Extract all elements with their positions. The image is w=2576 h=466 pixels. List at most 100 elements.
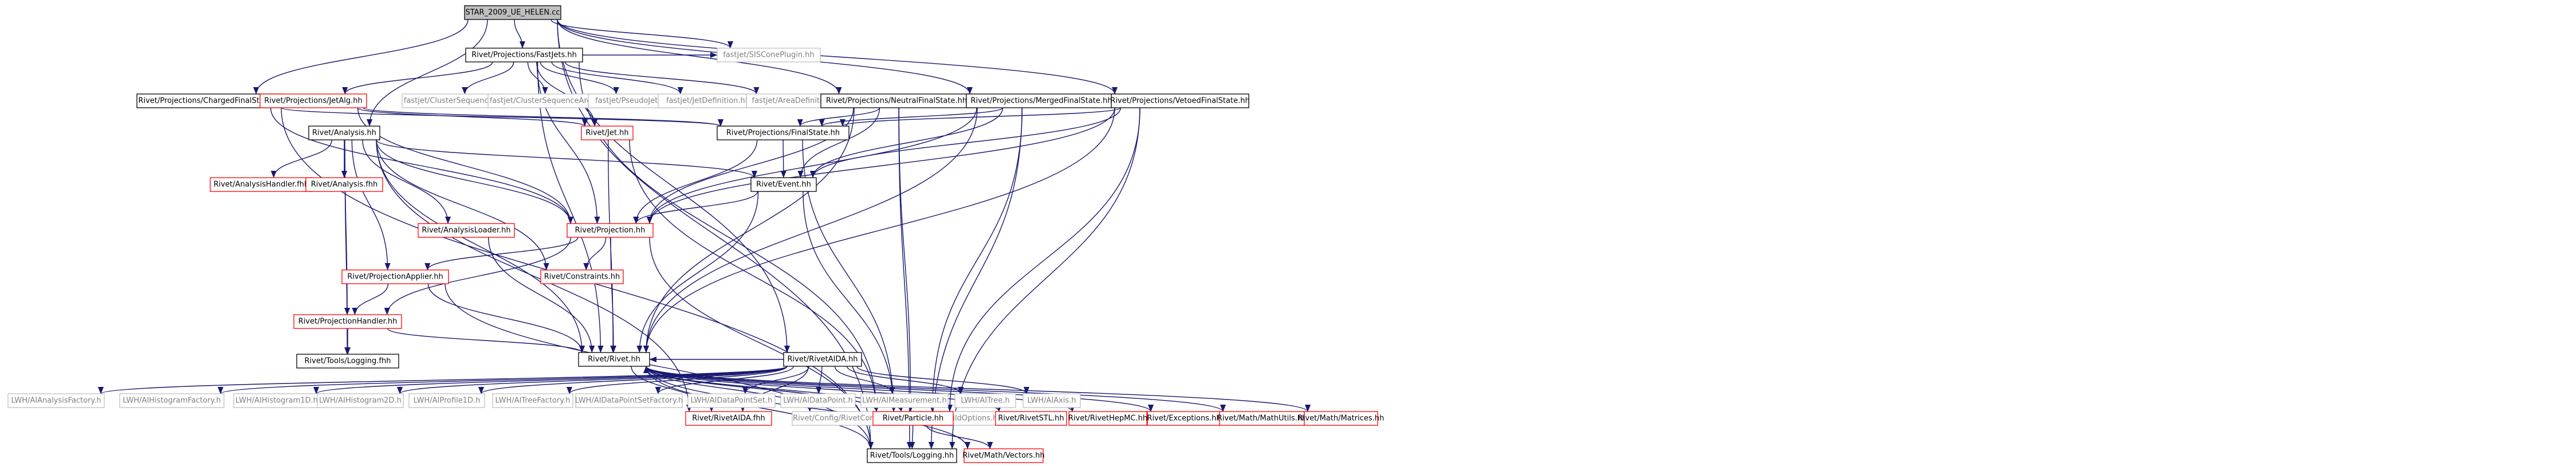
node-rivetaidafhh[interactable]: Rivet/RivetAIDA.fhh bbox=[685, 411, 772, 426]
edge bbox=[633, 191, 758, 224]
edge bbox=[636, 191, 759, 353]
edge-particle-to-logginghh bbox=[909, 425, 915, 449]
edge-fastjets-to-areadef bbox=[564, 61, 760, 95]
edge-rivetaida-to-aitreefactory bbox=[567, 366, 788, 394]
edge bbox=[514, 19, 526, 49]
node-rivethepmc[interactable]: Rivet/RivetHepMC.hh bbox=[1068, 411, 1147, 426]
edge bbox=[803, 191, 897, 412]
node-label: LWH/AIMeasurement.h bbox=[862, 397, 946, 405]
node-label: LWH/AITreeFactory.h bbox=[495, 397, 571, 405]
node-box bbox=[465, 48, 583, 62]
node-label: fastjet/JetDefinition.hh bbox=[666, 97, 750, 105]
edge-rivet-to-matrices bbox=[646, 366, 1311, 412]
node-matrices[interactable]: Rivet/Math/Matrices.hh bbox=[1298, 411, 1384, 426]
node-analysishandlerfhh[interactable]: Rivet/AnalysisHandler.fhh bbox=[210, 177, 313, 192]
node-exceptions[interactable]: Rivet/Exceptions.hh bbox=[1147, 411, 1221, 426]
node-aianalysisfactory: LWH/AIAnalysisFactory.h bbox=[7, 393, 105, 408]
edge bbox=[536, 61, 600, 224]
edge bbox=[557, 19, 791, 353]
node-loggingfhh[interactable]: Rivet/Tools/Logging.fhh bbox=[296, 354, 399, 369]
header-nodes: STAR_2009_UE_HELEN.ccRivet/Projections/F… bbox=[7, 5, 1384, 463]
edge bbox=[557, 19, 1118, 95]
edge bbox=[633, 139, 758, 224]
node-mathutils[interactable]: Rivet/Math/MathUtils.hh bbox=[1217, 411, 1307, 426]
node-rivetaida[interactable]: Rivet/RivetAIDA.hh bbox=[783, 352, 862, 367]
node-particle[interactable]: Rivet/Particle.hh bbox=[872, 411, 954, 426]
node-analysis[interactable]: Rivet/Analysis.hh bbox=[308, 126, 380, 140]
node-label: fastjet/ClusterSequenceArea.hh bbox=[490, 97, 608, 105]
node-aidpsfactory: LWH/AIDataPointSetFactory.h bbox=[575, 393, 683, 408]
node-label: Rivet/Projections/ChargedFinalState.hh bbox=[138, 97, 283, 105]
edge-analysisloader-to-rivet bbox=[488, 237, 595, 353]
node-box bbox=[783, 352, 862, 367]
edge-projection-to-rivet bbox=[610, 237, 616, 353]
node-projection[interactable]: Rivet/Projection.hh bbox=[567, 223, 654, 238]
edge-mergedfs-to-particle bbox=[929, 107, 1023, 412]
node-constraints[interactable]: Rivet/Constraints.hh bbox=[540, 269, 624, 284]
edge-vetoedfs-to-particle bbox=[946, 107, 1140, 412]
dependency-edges bbox=[98, 19, 1311, 449]
node-box bbox=[1022, 393, 1081, 408]
edge bbox=[357, 107, 588, 127]
edge-rivetaida-to-aiaxis bbox=[856, 366, 1029, 394]
node-box bbox=[867, 448, 957, 463]
node-box bbox=[581, 126, 634, 140]
edge-projection-to-projhandler bbox=[384, 237, 571, 315]
edge-root-to-vetoedfs bbox=[557, 19, 1118, 95]
node-root[interactable]: STAR_2009_UE_HELEN.cc bbox=[464, 5, 561, 20]
edge bbox=[253, 19, 469, 95]
node-vetoedfs[interactable]: Rivet/Projections/VetoedFinalState.hh bbox=[1110, 93, 1250, 108]
edge bbox=[551, 61, 683, 95]
edge bbox=[387, 328, 585, 353]
node-label: LWH/AIHistogram1D.h bbox=[235, 397, 318, 405]
node-box bbox=[259, 93, 367, 108]
node-finalstate[interactable]: Rivet/Projections/FinalState.hh bbox=[717, 126, 850, 140]
edge bbox=[834, 366, 895, 394]
edge-analysis-to-rivetaidafhh bbox=[376, 139, 693, 412]
node-analysisloader[interactable]: Rivet/AnalysisLoader.hh bbox=[418, 223, 515, 238]
edge-analysis-to-rivet bbox=[376, 139, 585, 353]
node-aidatapointset: LWH/AIDataPointSet.h bbox=[687, 393, 776, 408]
edge-rivetaida-to-aidatapointset bbox=[742, 366, 809, 394]
node-event[interactable]: Rivet/Event.hh bbox=[750, 177, 817, 192]
edge bbox=[797, 107, 880, 127]
edge bbox=[488, 237, 595, 353]
node-rivetstl[interactable]: Rivet/RivetSTL.hh bbox=[995, 411, 1067, 426]
node-neutralfs[interactable]: Rivet/Projections/NeutralFinalState.hh bbox=[820, 93, 973, 108]
node-box bbox=[7, 393, 105, 408]
node-vectors[interactable]: Rivet/Math/Vectors.hh bbox=[962, 448, 1045, 463]
node-label: Rivet/Config/RivetConfig.hh bbox=[793, 414, 896, 423]
edge bbox=[384, 237, 571, 315]
node-logginghh[interactable]: Rivet/Tools/Logging.hh bbox=[867, 448, 957, 463]
node-projhandler[interactable]: Rivet/ProjectionHandler.hh bbox=[293, 314, 402, 329]
edge bbox=[397, 366, 788, 394]
edge bbox=[351, 139, 391, 271]
node-label: LWH/AIAnalysisFactory.h bbox=[11, 397, 101, 405]
node-box bbox=[341, 269, 449, 284]
node-label: Rivet/RivetAIDA.fhh bbox=[692, 414, 765, 423]
node-projapplier[interactable]: Rivet/ProjectionApplier.hh bbox=[341, 269, 449, 284]
node-rivet[interactable]: Rivet/Rivet.hh bbox=[578, 352, 650, 367]
node-jet[interactable]: Rivet/Jet.hh bbox=[581, 126, 634, 140]
node-label: Rivet/RivetSTL.hh bbox=[998, 414, 1064, 423]
node-box bbox=[293, 314, 402, 329]
node-label: LWH/AIHistogram2D.h bbox=[319, 397, 402, 405]
edge-fastjets-to-projection bbox=[536, 61, 600, 224]
node-fastjets[interactable]: Rivet/Projections/FastJets.hh bbox=[465, 48, 583, 62]
node-jetdef: fastjet/JetDefinition.hh bbox=[658, 93, 758, 108]
node-label: LWH/AIAxis.h bbox=[1027, 397, 1076, 405]
node-aitree: LWH/AITree.h bbox=[954, 393, 1016, 408]
node-analysisfhh[interactable]: Rivet/Analysis.fhh bbox=[305, 177, 383, 192]
edge-mergedfs-to-logginghh bbox=[928, 107, 1022, 449]
edge-projection-to-constraints bbox=[583, 237, 607, 271]
node-jetalg[interactable]: Rivet/Projections/JetAlg.hh bbox=[259, 93, 367, 108]
node-box bbox=[305, 177, 383, 192]
node-box bbox=[233, 393, 320, 408]
node-label: fastjet/AreaDefinition.hh bbox=[752, 97, 843, 105]
edge bbox=[610, 237, 616, 353]
edge-jetalg-to-finalstate bbox=[363, 107, 723, 127]
node-mergedfs[interactable]: Rivet/Projections/MergedFinalState.hh bbox=[966, 93, 1117, 108]
node-box bbox=[750, 177, 817, 192]
edge-mergedfs-to-finalstate bbox=[819, 107, 1004, 127]
